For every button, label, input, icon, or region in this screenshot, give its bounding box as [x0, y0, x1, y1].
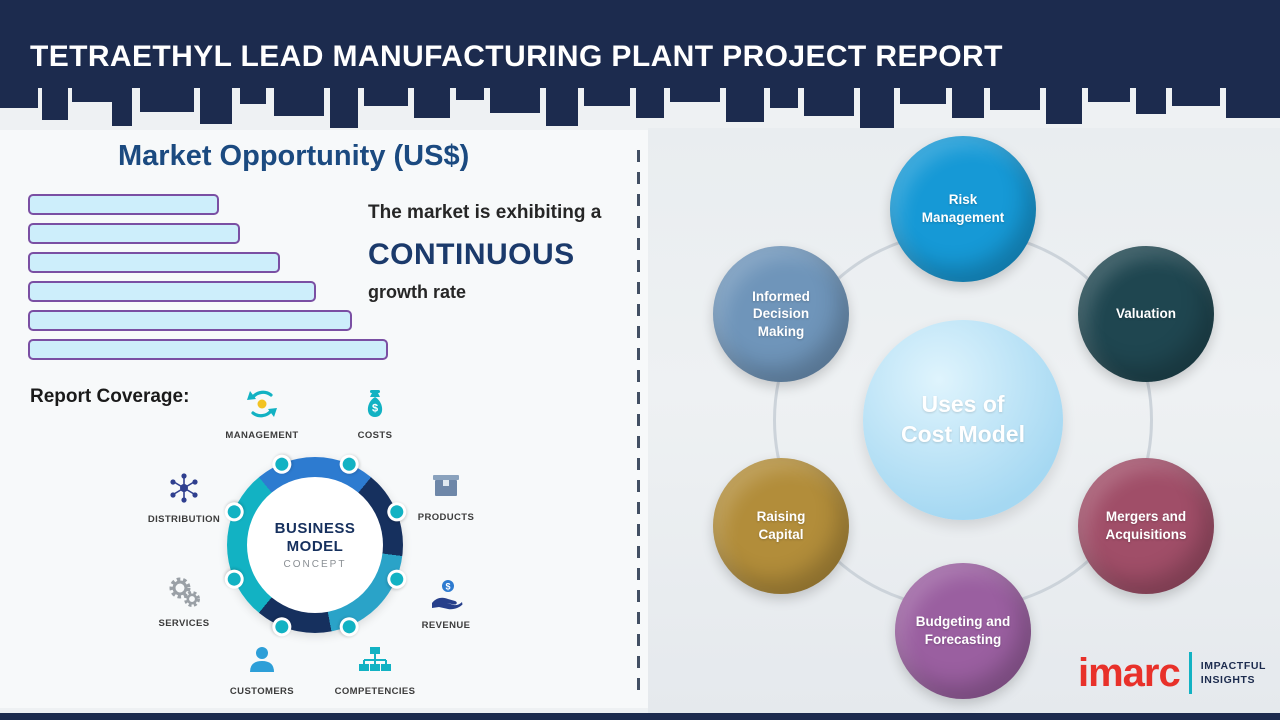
market-bar: [28, 339, 388, 360]
market-bar: [28, 281, 316, 302]
business-model-title: BUSINESS MODEL: [274, 520, 356, 555]
logo-divider-bar: [1188, 652, 1192, 694]
coverage-item-label: DISTRIBUTION: [147, 514, 221, 525]
uses-circle-risk-management: Risk Management: [890, 136, 1036, 282]
business-model-ring: BUSINESS MODEL CONCEPT: [221, 451, 409, 639]
money-bag-icon: $: [367, 390, 383, 417]
header-band: [0, 0, 1280, 88]
uses-circle-raising-capital: Raising Capital: [713, 458, 849, 594]
svg-text:$: $: [445, 582, 450, 592]
coverage-item-label: PRODUCTS: [417, 512, 475, 523]
recycle-bulb-icon: [247, 390, 277, 418]
coverage-item-management: MANAGEMENT: [210, 386, 314, 441]
market-bar: [28, 310, 352, 331]
growth-note: The market is exhibiting a CONTINUOUS gr…: [368, 202, 648, 303]
coverage-item-costs: $ COSTS: [323, 386, 427, 441]
city-skyline-graphic: [0, 88, 1280, 128]
person-icon: [250, 647, 274, 672]
business-model-subtitle: CONCEPT: [283, 558, 347, 570]
dashed-divider: [637, 150, 640, 690]
coverage-item-services: SERVICES: [132, 574, 236, 629]
page-title: TETRAETHYL LEAD MANUFACTURING PLANT PROJ…: [30, 40, 1003, 73]
logo-tagline-line1: IMPACTFUL: [1200, 659, 1267, 672]
growth-note-line2: growth rate: [368, 282, 467, 302]
growth-note-line1: The market is exhibiting a: [368, 202, 602, 223]
market-bar: [28, 194, 219, 215]
uses-circle-label: Budgeting and Forecasting: [915, 614, 1011, 647]
report-coverage-label: Report Coverage:: [30, 386, 190, 407]
coverage-item-customers: CUSTOMERS: [210, 642, 314, 697]
gears-icon: [169, 577, 200, 607]
box-icon: [433, 475, 459, 496]
business-model-center: BUSINESS MODEL CONCEPT: [247, 477, 383, 613]
market-bar: [28, 252, 280, 273]
hand-coin-icon: $: [432, 580, 463, 610]
coverage-item-competencies: COMPETENCIES: [323, 642, 427, 697]
coverage-item-label: MANAGEMENT: [225, 430, 299, 441]
uses-circle-label: Risk Management: [921, 192, 1005, 225]
uses-circle-label: Informed Decision Making: [752, 288, 810, 339]
logo-tagline: IMPACTFUL INSIGHTS: [1201, 659, 1266, 687]
uses-circle-label: Raising Capital: [756, 509, 806, 542]
market-opportunity-title: Market Opportunity (US$): [118, 140, 470, 172]
coverage-item-label: CUSTOMERS: [229, 686, 295, 697]
coverage-item-revenue: $ REVENUE: [394, 576, 498, 631]
bottom-accent-strip: [0, 713, 1280, 720]
coverage-item-label: REVENUE: [421, 620, 471, 631]
coverage-item-label: COSTS: [357, 430, 393, 441]
svg-text:$: $: [372, 403, 378, 415]
imarc-wordmark: imarc: [1078, 651, 1181, 695]
coverage-item-label: COMPETENCIES: [334, 686, 416, 697]
uses-circle-mergers-acquisitions: Mergers and Acquisitions: [1078, 458, 1214, 594]
uses-circle-budgeting-forecasting: Budgeting and Forecasting: [895, 563, 1031, 699]
market-bar: [28, 223, 241, 244]
uses-center-circle: Uses of Cost Model: [863, 320, 1063, 520]
uses-circle-label: Valuation: [1115, 306, 1176, 322]
uses-circle-valuation: Valuation: [1078, 246, 1214, 382]
uses-circle-label: Mergers and Acquisitions: [1105, 509, 1187, 542]
imarc-logo: imarc IMPACTFUL INSIGHTS: [1078, 652, 1266, 694]
org-chart-icon: [359, 647, 391, 671]
coverage-item-label: SERVICES: [158, 618, 210, 629]
logo-tagline-line2: INSIGHTS: [1200, 674, 1256, 686]
growth-note-highlight: CONTINUOUS: [368, 238, 575, 271]
uses-center-label: Uses of Cost Model: [901, 391, 1025, 447]
market-bar-chart: [28, 194, 388, 360]
coverage-item-products: PRODUCTS: [394, 468, 498, 523]
network-icon: [170, 473, 198, 503]
uses-circle-informed-decision-making: Informed Decision Making: [713, 246, 849, 382]
coverage-item-distribution: DISTRIBUTION: [132, 470, 236, 525]
